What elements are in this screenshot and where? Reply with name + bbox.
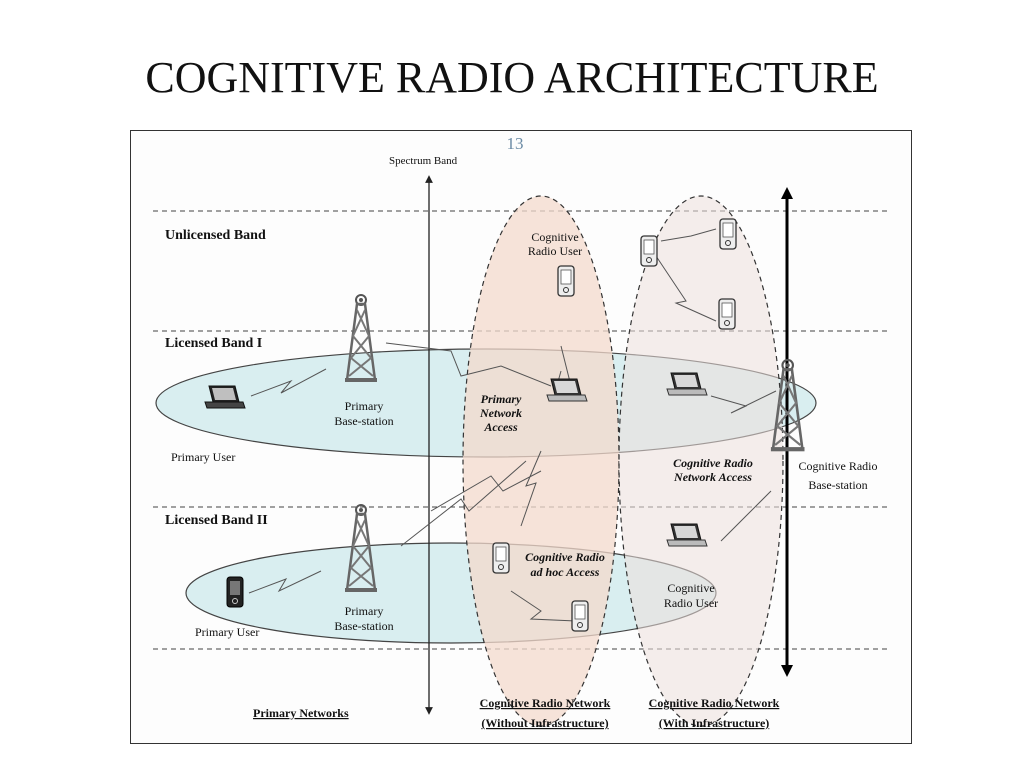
cr-phone-adhoc-1	[492, 542, 510, 574]
svg-text:Primary: Primary	[345, 604, 384, 618]
cr-network-access-label: Cognitive Radio Network Access	[673, 456, 753, 484]
svg-text:Base-station: Base-station	[808, 478, 867, 492]
primary-user-phone	[226, 576, 244, 608]
primary-network-access-label: Primary Network Access	[479, 392, 522, 434]
cr-phone-top	[557, 265, 575, 297]
svg-text:Cognitive Radio Network: Cognitive Radio Network	[480, 696, 611, 710]
footer-primary-networks: Primary Networks	[253, 706, 349, 720]
cr-user-label-right: Cognitive Radio User	[664, 581, 718, 610]
svg-text:Primary: Primary	[345, 399, 384, 413]
svg-text:Radio User: Radio User	[664, 596, 718, 610]
primary-user-label-2: Primary User	[195, 625, 259, 639]
band-label-licensed-1: Licensed Band I	[165, 336, 262, 351]
cr-adhoc-access-label: Cognitive Radio ad hoc Access	[525, 550, 605, 579]
crn-without-infrastructure-region	[462, 195, 620, 727]
svg-text:Base-station: Base-station	[334, 619, 393, 633]
svg-text:Network Access: Network Access	[673, 470, 752, 484]
page-number: 13	[506, 134, 524, 153]
cr-user-label-top: Cognitive Radio User	[528, 230, 582, 258]
cr-bs-label: Cognitive Radio Base-station	[799, 459, 878, 492]
primary-user-label-1: Primary User	[171, 450, 235, 464]
svg-text:Cognitive Radio: Cognitive Radio	[673, 456, 753, 470]
svg-text:Cognitive: Cognitive	[531, 230, 578, 244]
cr-phone-right-3	[718, 298, 736, 330]
primary-bs-label-1: Primary Base-station	[334, 399, 393, 428]
svg-text:Cognitive Radio: Cognitive Radio	[799, 459, 878, 473]
svg-text:Radio User: Radio User	[528, 244, 582, 258]
svg-text:Primary: Primary	[481, 392, 522, 406]
band-label-unlicensed: Unlicensed Band	[165, 228, 266, 243]
svg-text:Cognitive Radio Network: Cognitive Radio Network	[649, 696, 780, 710]
cr-phone-right-1	[640, 235, 658, 267]
cr-phone-adhoc-2	[571, 600, 589, 632]
footer-crn-with: Cognitive Radio Network (With Infrastruc…	[649, 696, 780, 730]
cr-phone-right-2	[719, 218, 737, 250]
band-label-licensed-2: Licensed Band II	[165, 513, 268, 528]
svg-text:(With Infrastructure): (With Infrastructure)	[659, 716, 770, 730]
svg-text:Cognitive Radio: Cognitive Radio	[525, 550, 605, 564]
svg-text:Network: Network	[479, 406, 522, 420]
svg-text:ad hoc Access: ad hoc Access	[531, 565, 600, 579]
primary-bs-label-2: Primary Base-station	[334, 604, 393, 633]
slide-title: COGNITIVE RADIO ARCHITECTURE	[145, 53, 879, 102]
spectrum-axis-label: Spectrum Band	[389, 155, 458, 167]
footer-crn-without: Cognitive Radio Network (Without Infrast…	[480, 696, 611, 730]
cognitive-radio-diagram: Spectrum Band Unlicensed Band Licensed B…	[130, 130, 912, 744]
svg-text:Access: Access	[483, 420, 518, 434]
svg-text:(Without Infrastructure): (Without Infrastructure)	[481, 716, 608, 730]
svg-text:Base-station: Base-station	[334, 414, 393, 428]
svg-text:Cognitive: Cognitive	[667, 581, 714, 595]
